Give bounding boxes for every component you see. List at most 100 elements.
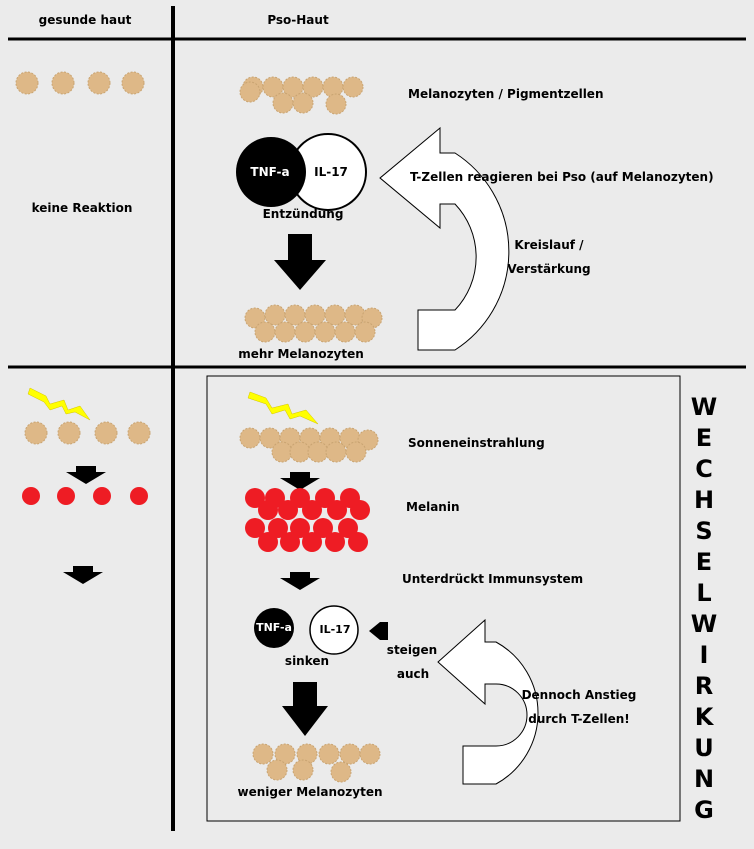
- header-pso-skin: Pso-Haut: [267, 13, 329, 27]
- side-letter: R: [694, 672, 716, 700]
- melanocyte-cell: [239, 81, 261, 103]
- melanocyte-cell: [289, 441, 311, 463]
- melanocytes-label: Melanozyten / Pigmentzellen: [408, 87, 604, 101]
- melanin-cell: [130, 487, 148, 505]
- arrow-down-large-top: [274, 234, 326, 290]
- side-letter: S: [695, 517, 715, 545]
- side-letter: E: [695, 424, 715, 452]
- melanin-cell: [258, 500, 278, 520]
- melanocyte-cell: [266, 759, 288, 781]
- melanocyte-cell: [271, 441, 293, 463]
- melanin-cell: [325, 532, 345, 552]
- melanin-cell: [245, 518, 265, 538]
- melanocyte-cell: [121, 71, 145, 95]
- side-letter: K: [694, 703, 716, 731]
- il17-label-bottom: IL-17: [319, 623, 351, 636]
- cycle-arrow: [379, 126, 510, 351]
- lightning-icon-right: [247, 391, 319, 425]
- t-cells-label: T-Zellen reagieren bei Pso (auf Melanozy…: [410, 170, 714, 184]
- melanocyte-cell: [292, 92, 314, 114]
- side-letter: L: [696, 579, 714, 607]
- melanocyte-cell: [272, 92, 294, 114]
- melanocyte-cell: [325, 93, 347, 115]
- more-melanocytes-label: mehr Melanozyten: [238, 347, 364, 361]
- melanocyte-cell: [127, 421, 151, 445]
- melanocyte-cell: [345, 441, 367, 463]
- side-letter: H: [693, 486, 717, 514]
- melanin-cell: [57, 487, 75, 505]
- melanocyte-cell: [57, 421, 81, 445]
- melanin-cell: [348, 532, 368, 552]
- cycle-label-line1: Kreislauf /: [514, 238, 584, 252]
- side-letter: I: [699, 641, 711, 669]
- side-letter: G: [694, 796, 716, 824]
- melanocyte-cell: [314, 321, 336, 343]
- sun-label: Sonneneinstrahlung: [408, 436, 545, 450]
- melanocyte-cell: [254, 321, 276, 343]
- tnf-label-bottom: TNF-a: [256, 621, 292, 634]
- melanin-cell: [302, 532, 322, 552]
- il17-circle-bottom: [309, 605, 359, 655]
- melanocyte-cell: [239, 427, 261, 449]
- melanin-cell: [290, 518, 310, 538]
- melanocyte-cell: [252, 743, 274, 765]
- lightning-icon-left: [27, 387, 91, 421]
- arrow-down-small-1: [280, 472, 320, 490]
- increase-arrow: [437, 618, 539, 785]
- melanin-cell: [258, 532, 278, 552]
- sinken-label: sinken: [284, 654, 330, 668]
- melanocyte-cell: [318, 743, 340, 765]
- melanin-cell: [245, 488, 265, 508]
- suppress-label: Unterdrückt Immunsystem: [402, 572, 584, 586]
- melanocyte-cell: [292, 759, 314, 781]
- melanin-cell: [22, 487, 40, 505]
- melanocyte-cell: [294, 321, 316, 343]
- increase-label-line1: Dennoch Anstieg: [521, 688, 637, 702]
- melanin-cell: [278, 500, 298, 520]
- header-healthy-skin: gesunde haut: [38, 13, 132, 27]
- melanin-cell: [280, 532, 300, 552]
- melanocyte-cell: [94, 421, 118, 445]
- melanocyte-cell: [339, 743, 361, 765]
- melanin-cell: [313, 518, 333, 538]
- il17-label-top: IL-17: [314, 165, 348, 179]
- fewer-melanocytes-label: weniger Melanozyten: [237, 785, 383, 799]
- side-letter: W: [690, 393, 720, 421]
- arrow-down-small-2: [280, 572, 320, 590]
- melanin-cell: [338, 518, 358, 538]
- side-letter: N: [693, 765, 717, 793]
- side-letter: C: [695, 455, 715, 483]
- melanin-cell: [302, 500, 322, 520]
- arrow-left-small: [369, 622, 388, 640]
- auch-label: auch: [396, 667, 430, 681]
- inflammation-label: Entzündung: [262, 207, 344, 221]
- steigen-label: steigen: [386, 643, 438, 657]
- melanin-cell: [268, 518, 288, 538]
- side-letter: U: [694, 734, 716, 762]
- side-letter: E: [695, 548, 715, 576]
- melanocyte-cell: [24, 421, 48, 445]
- no-reaction-label: keine Reaktion: [31, 201, 133, 215]
- melanocyte-cell: [354, 321, 376, 343]
- interaction-box: [206, 375, 681, 822]
- melanocyte-cell: [87, 71, 111, 95]
- cycle-label-line2: Verstärkung: [507, 262, 591, 276]
- melanocyte-cell: [15, 71, 39, 95]
- melanocyte-cell: [51, 71, 75, 95]
- arrow-down-left-1: [66, 466, 106, 484]
- arrow-down-large-bottom: [282, 682, 328, 736]
- melanocyte-cell: [325, 441, 347, 463]
- increase-label-line2: durch T-Zellen!: [528, 712, 630, 726]
- melanin-label: Melanin: [406, 500, 460, 514]
- melanocyte-cell: [274, 321, 296, 343]
- tnf-circle-bottom: [254, 608, 294, 648]
- tnf-label-top: TNF-a: [250, 165, 290, 179]
- arrow-down-left-2: [63, 566, 103, 584]
- melanocyte-cell: [334, 321, 356, 343]
- side-letter: W: [690, 610, 720, 638]
- melanocyte-cell: [307, 441, 329, 463]
- melanin-cell: [350, 500, 370, 520]
- melanin-cell: [327, 500, 347, 520]
- melanocyte-cell: [330, 761, 352, 783]
